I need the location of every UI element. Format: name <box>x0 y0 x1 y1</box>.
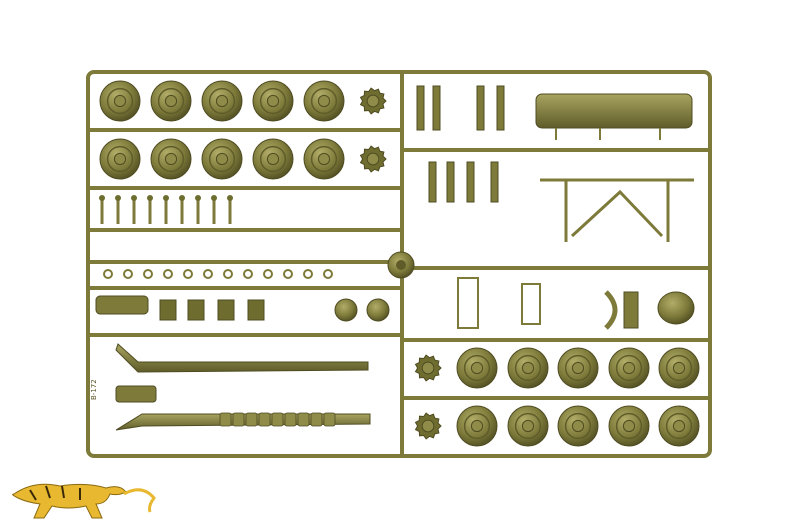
road-wheel <box>507 405 549 447</box>
small-ring <box>203 269 213 279</box>
drive-sprocket <box>359 145 387 173</box>
road-wheel <box>507 347 549 389</box>
road-wheel <box>658 405 700 447</box>
road-wheel <box>252 138 294 180</box>
rod-part <box>496 85 505 131</box>
drive-sprocket <box>414 412 442 440</box>
small-ring <box>283 269 293 279</box>
road-wheel <box>201 138 243 180</box>
road-wheels-left <box>99 80 345 180</box>
small-ring <box>303 269 313 279</box>
rod-part <box>432 85 441 131</box>
drive-sprockets <box>359 87 442 440</box>
sprue-frame <box>86 70 712 458</box>
sprue-center-gate <box>387 251 415 279</box>
road-wheel <box>252 80 294 122</box>
arm-knob <box>131 195 137 201</box>
track-link <box>219 412 232 427</box>
track-link <box>284 412 297 427</box>
road-wheel <box>99 138 141 180</box>
track-link <box>245 412 258 427</box>
road-wheel <box>456 347 498 389</box>
arm-knob <box>227 195 233 201</box>
small-ring <box>163 269 173 279</box>
road-wheel <box>557 405 599 447</box>
road-wheel <box>608 347 650 389</box>
rod-part <box>476 85 485 131</box>
frame-part <box>457 277 479 329</box>
rod-part <box>428 161 437 203</box>
arm-knob <box>115 195 121 201</box>
trestle-part <box>540 178 694 242</box>
tiger-logo-icon <box>12 483 156 519</box>
box-part <box>217 299 235 321</box>
arm-knob <box>179 195 185 201</box>
road-wheel <box>99 80 141 122</box>
road-wheel <box>150 138 192 180</box>
disk-part <box>334 298 358 322</box>
rod-part <box>446 161 455 203</box>
rod-part <box>490 161 499 203</box>
arm-knob <box>195 195 201 201</box>
road-wheel <box>201 80 243 122</box>
small-ring <box>143 269 153 279</box>
road-wheel <box>608 405 650 447</box>
track-link <box>271 412 284 427</box>
arm-knob <box>163 195 169 201</box>
road-wheels-right <box>456 347 700 447</box>
box-part <box>247 299 265 321</box>
small-ring <box>223 269 233 279</box>
track-link <box>258 412 271 427</box>
track-links <box>219 412 336 427</box>
rod-part <box>466 161 475 203</box>
track-link <box>297 412 310 427</box>
disk-part <box>366 298 390 322</box>
road-wheel <box>303 138 345 180</box>
track-link <box>323 412 336 427</box>
drive-sprocket <box>359 87 387 115</box>
arm-knob <box>211 195 217 201</box>
small-ring <box>263 269 273 279</box>
sprue-label: B-172 <box>90 379 98 400</box>
track-link <box>232 412 245 427</box>
drive-sprocket <box>414 354 442 382</box>
road-wheel <box>658 347 700 389</box>
rod-part <box>416 85 425 131</box>
small-ring <box>103 269 113 279</box>
fender-part <box>535 93 693 140</box>
small-parts <box>99 85 541 329</box>
track-link <box>310 412 323 427</box>
arm-knob <box>147 195 153 201</box>
small-ring <box>243 269 253 279</box>
small-ring <box>323 269 333 279</box>
arm-knob <box>99 195 105 201</box>
road-wheel <box>150 80 192 122</box>
mantlet-part <box>604 290 695 330</box>
frame-part <box>521 283 541 325</box>
road-wheel <box>456 405 498 447</box>
box-part <box>159 299 177 321</box>
small-ring <box>183 269 193 279</box>
road-wheel <box>303 80 345 122</box>
box-part <box>187 299 205 321</box>
small-ring <box>123 269 133 279</box>
road-wheel <box>557 347 599 389</box>
